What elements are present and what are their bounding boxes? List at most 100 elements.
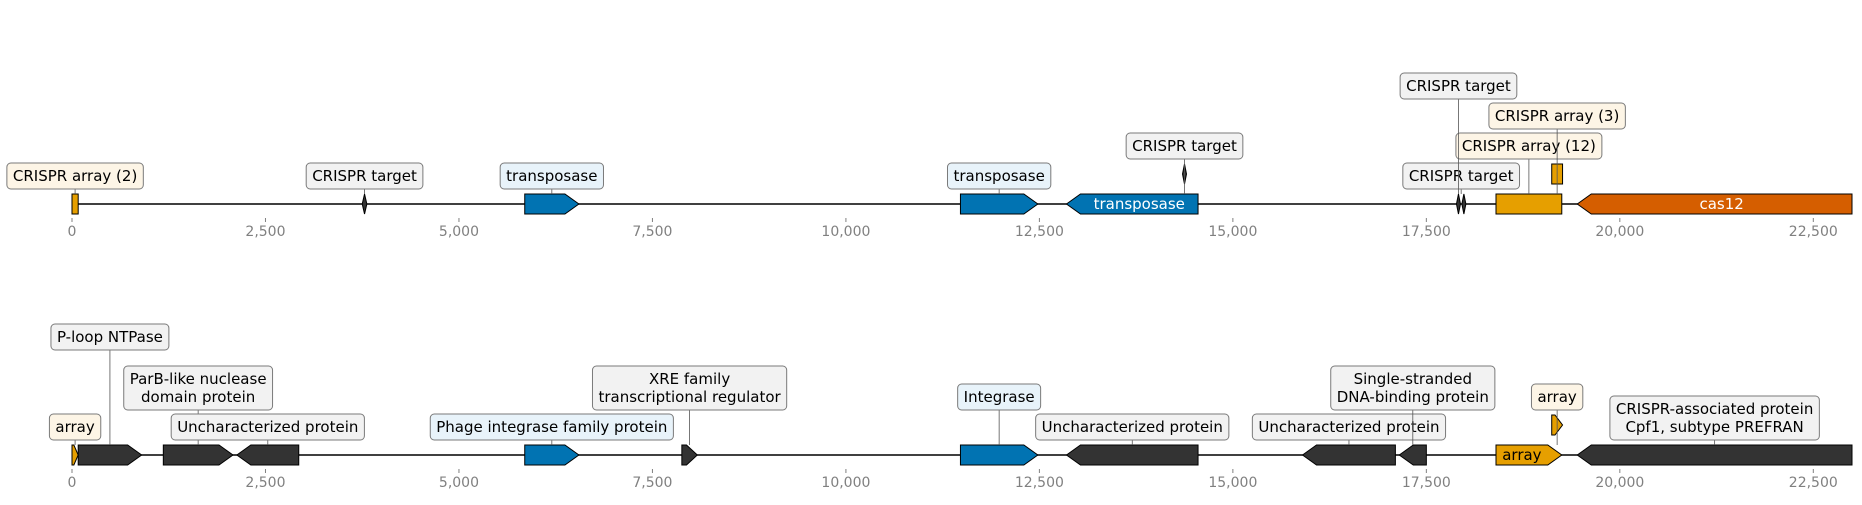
annotation-callout: Integrase <box>957 383 1042 445</box>
annotation-callout: Uncharacterized protein <box>170 413 365 445</box>
gene-arrow <box>1576 193 1853 215</box>
annotation-label: XRE family <box>649 370 730 388</box>
gene-arrow <box>524 193 580 215</box>
annotation-callout: CRISPR array (3) <box>1488 102 1626 194</box>
axis-tick-label: 15,000 <box>1208 475 1257 491</box>
annotation-label: Single-stranded <box>1354 370 1472 388</box>
annotation-label: array <box>55 418 94 436</box>
annotation-callout: P-loop NTPase <box>50 323 170 445</box>
axis-tick-label: 22,500 <box>1789 224 1838 240</box>
annotation-label: array <box>1537 388 1576 406</box>
crispr-target-mark <box>361 193 368 215</box>
axis-tick-label: 12,500 <box>1015 475 1064 491</box>
annotation-label: CRISPR target <box>1406 77 1511 95</box>
annotation-label: CRISPR target <box>1132 137 1237 155</box>
annotation-label: CRISPR array (2) <box>13 167 137 185</box>
gene-arrow <box>235 444 300 466</box>
annotation-callout: Uncharacterized protein <box>1035 413 1230 445</box>
gene-arrow <box>162 444 234 466</box>
annotation-label: transposase <box>506 167 597 185</box>
annotation-box <box>957 383 1042 411</box>
annotation-box <box>1251 413 1447 441</box>
gene-inline-label: cas12 <box>1699 195 1743 213</box>
annotation-callout: CRISPR target <box>1399 72 1518 194</box>
annotation-box <box>1609 395 1820 441</box>
annotation-box <box>123 365 274 411</box>
annotation-box <box>591 365 788 411</box>
annotation-box <box>170 413 365 441</box>
axis-tick-label: 0 <box>68 475 77 491</box>
gene-arrow <box>959 444 1039 466</box>
annotation-label: transposase <box>953 167 1044 185</box>
annotation-callout: CRISPR target <box>1125 132 1244 194</box>
annotation-label: ParB-like nuclease <box>130 370 267 388</box>
annotation-box <box>1035 413 1230 441</box>
gene-arrow <box>77 444 143 466</box>
crispr-array-block <box>1495 193 1563 215</box>
annotation-callout: transposase <box>499 162 604 194</box>
bottom-track: 0 2,500 5,000 7,500 10,000 12,500 15,000 17,500… <box>48 323 1853 491</box>
annotation-label: CRISPR target <box>312 167 417 185</box>
annotation-callout: array <box>1530 383 1584 445</box>
gene-arrow <box>1301 444 1396 466</box>
crispr-target-mark <box>1455 193 1461 215</box>
axis-tick-label: 5,000 <box>439 224 479 240</box>
annotation-label: P-loop NTPase <box>57 328 163 346</box>
axis-tick-label: 12,500 <box>1015 224 1064 240</box>
annotation-label: Uncharacterized protein <box>177 418 358 436</box>
annotation-label: DNA-binding protein <box>1337 388 1489 406</box>
gene-arrow <box>1576 444 1853 466</box>
annotation-callout: CRISPR target <box>1402 162 1521 194</box>
gene-inline-label: array <box>1502 446 1541 464</box>
gene-arrow <box>1065 444 1199 466</box>
annotation-label: Integrase <box>964 388 1035 406</box>
annotation-box <box>48 413 102 441</box>
annotation-label: domain protein <box>141 388 255 406</box>
axis-tick-label: 7,500 <box>632 475 672 491</box>
annotation-box <box>1455 132 1603 160</box>
annotation-box <box>305 162 424 190</box>
axis-tick-label: 2,500 <box>245 475 285 491</box>
annotation-box <box>1530 383 1584 411</box>
annotation-label: Uncharacterized protein <box>1042 418 1223 436</box>
axis-tick-label: 20,000 <box>1595 224 1644 240</box>
annotation-callout: CRISPR array (12) <box>1455 132 1603 194</box>
annotation-label: Uncharacterized protein <box>1258 418 1439 436</box>
annotation-callout: array <box>48 413 102 445</box>
annotation-label: Phage integrase family protein <box>436 418 667 436</box>
gene-arrow <box>524 444 580 466</box>
axis-tick-label: 10,000 <box>821 224 870 240</box>
annotation-box <box>1488 102 1626 130</box>
annotation-box <box>946 162 1052 190</box>
annotation-box <box>1402 162 1521 190</box>
gene-arrow <box>1495 444 1563 466</box>
axis-tick-label: 15,000 <box>1208 224 1257 240</box>
annotation-box <box>499 162 604 190</box>
axis-tick-label: 5,000 <box>439 475 479 491</box>
axis-tick-label: 17,500 <box>1402 475 1451 491</box>
annotation-callout: CRISPR target <box>305 162 424 194</box>
annotation-box <box>6 162 144 190</box>
annotation-callout: CRISPR array (2) <box>6 162 144 194</box>
annotation-label: CRISPR target <box>1409 167 1514 185</box>
gene-inline-label: transposase <box>1094 195 1185 213</box>
crispr-target-mark <box>1461 193 1467 215</box>
gene-arrow <box>959 193 1039 215</box>
axis-tick-label: 10,000 <box>821 475 870 491</box>
annotation-callout: Uncharacterized protein <box>1251 413 1447 445</box>
annotation-box <box>429 413 674 441</box>
crispr-array-block <box>71 193 79 215</box>
annotation-box <box>50 323 170 351</box>
annotation-label: CRISPR-associated protein <box>1616 400 1813 418</box>
gene-arrow <box>71 444 79 466</box>
annotation-label: transcriptional regulator <box>598 388 781 406</box>
annotation-box <box>1399 72 1518 100</box>
gene-arrow <box>1065 193 1199 215</box>
annotation-label: CRISPR array (3) <box>1495 107 1619 125</box>
